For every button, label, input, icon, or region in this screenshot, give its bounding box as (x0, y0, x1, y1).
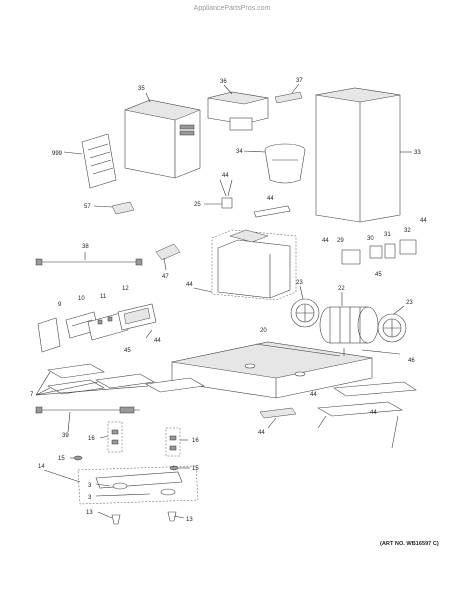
callout-999: 999 (52, 151, 63, 157)
part-29-box (341, 249, 361, 265)
callout-13-a: 13 (86, 510, 93, 516)
part-trim-upper-right (333, 381, 417, 397)
callout-34: 34 (236, 149, 243, 155)
callout-46: 46 (408, 358, 415, 364)
watermark-text: AppliancePartsPros.com (194, 5, 271, 12)
part-14-light-assembly (77, 465, 199, 505)
callout-29: 29 (337, 238, 344, 244)
callout-44-f: 44 (154, 338, 161, 344)
part-trim-lower-right (317, 401, 403, 417)
leader-lines (35, 83, 412, 519)
callout-45-b: 45 (124, 348, 131, 354)
part-57-clip (111, 201, 135, 215)
part-33-lower-duct-cover (315, 87, 401, 223)
callout-44-e: 44 (186, 282, 193, 288)
callout-44-g: 44 (310, 392, 317, 398)
part-36-transition (207, 91, 269, 131)
callout-3-a: 3 (88, 483, 92, 489)
callout-36: 36 (220, 79, 227, 85)
callout-15-b: 15 (192, 466, 199, 472)
callout-31: 31 (384, 232, 391, 238)
part-31-switch (384, 243, 396, 259)
art-number: (ART NO. WB16597 C) (380, 541, 439, 547)
part-7-filters (47, 363, 205, 395)
callout-labels: 35 36 37 33 999 34 44 25 44 57 38 44 29 … (30, 78, 427, 523)
callout-16-b: 16 (192, 438, 199, 444)
part-32-capacitor (399, 239, 417, 255)
callout-23-a: 23 (296, 280, 303, 286)
part-16-bracket-left (107, 421, 123, 453)
callout-57: 57 (84, 204, 91, 210)
callout-45-a: 45 (375, 272, 382, 278)
callout-47: 47 (162, 274, 169, 280)
callout-33: 33 (414, 150, 421, 156)
part-13-bulbs (111, 511, 177, 525)
callout-23-b: 23 (406, 300, 413, 306)
part-999-manual (81, 133, 117, 189)
callout-44-d: 44 (420, 218, 427, 224)
part-25-bracket (221, 197, 233, 209)
part-44-clip-mid (259, 407, 297, 419)
callout-7: 7 (30, 392, 34, 398)
callout-30: 30 (367, 236, 374, 242)
part-23-fan-right (377, 313, 407, 343)
part-22-blower-motor (319, 306, 379, 344)
callout-44-b: 44 (267, 196, 274, 202)
callout-10: 10 (78, 296, 85, 302)
blower-housing (211, 229, 297, 301)
part-15-screws (73, 455, 179, 471)
callout-44-a: 44 (222, 173, 229, 179)
callout-20: 20 (260, 328, 267, 334)
part-11-control-panel (87, 311, 129, 341)
part-39-rod (35, 406, 140, 414)
callout-38: 38 (82, 244, 89, 250)
part-9-bracket (37, 317, 61, 353)
callout-32: 32 (404, 228, 411, 234)
callout-35: 35 (138, 86, 145, 92)
callout-44-i: 44 (258, 430, 265, 436)
part-30-switch (369, 245, 383, 259)
part-16-bracket-right (165, 427, 181, 457)
callout-44-h: 44 (370, 410, 377, 416)
callout-13-b: 13 (186, 517, 193, 523)
part-23-fan-left (290, 298, 320, 328)
callout-12: 12 (122, 286, 129, 292)
part-44-screws-upper (219, 179, 233, 197)
callout-9: 9 (58, 302, 62, 308)
callout-14: 14 (38, 464, 45, 470)
callout-25: 25 (194, 202, 201, 208)
callout-16-a: 16 (88, 436, 95, 442)
part-12-frame (117, 303, 157, 331)
callout-44-c: 44 (322, 238, 329, 244)
part-20-hood-body (171, 341, 373, 399)
callout-3-b: 3 (88, 495, 92, 501)
callout-37: 37 (296, 78, 303, 84)
callout-39: 39 (62, 433, 69, 439)
callout-22: 22 (338, 286, 345, 292)
part-35-duct-cover (124, 99, 201, 179)
part-34-duct-adapter (264, 143, 306, 184)
callout-15-a: 15 (58, 456, 65, 462)
part-44-bar (253, 205, 291, 218)
callout-11: 11 (100, 294, 107, 300)
part-37-strip (274, 91, 303, 104)
part-38-power-cord (35, 258, 143, 266)
part-47-bracket (155, 243, 181, 261)
